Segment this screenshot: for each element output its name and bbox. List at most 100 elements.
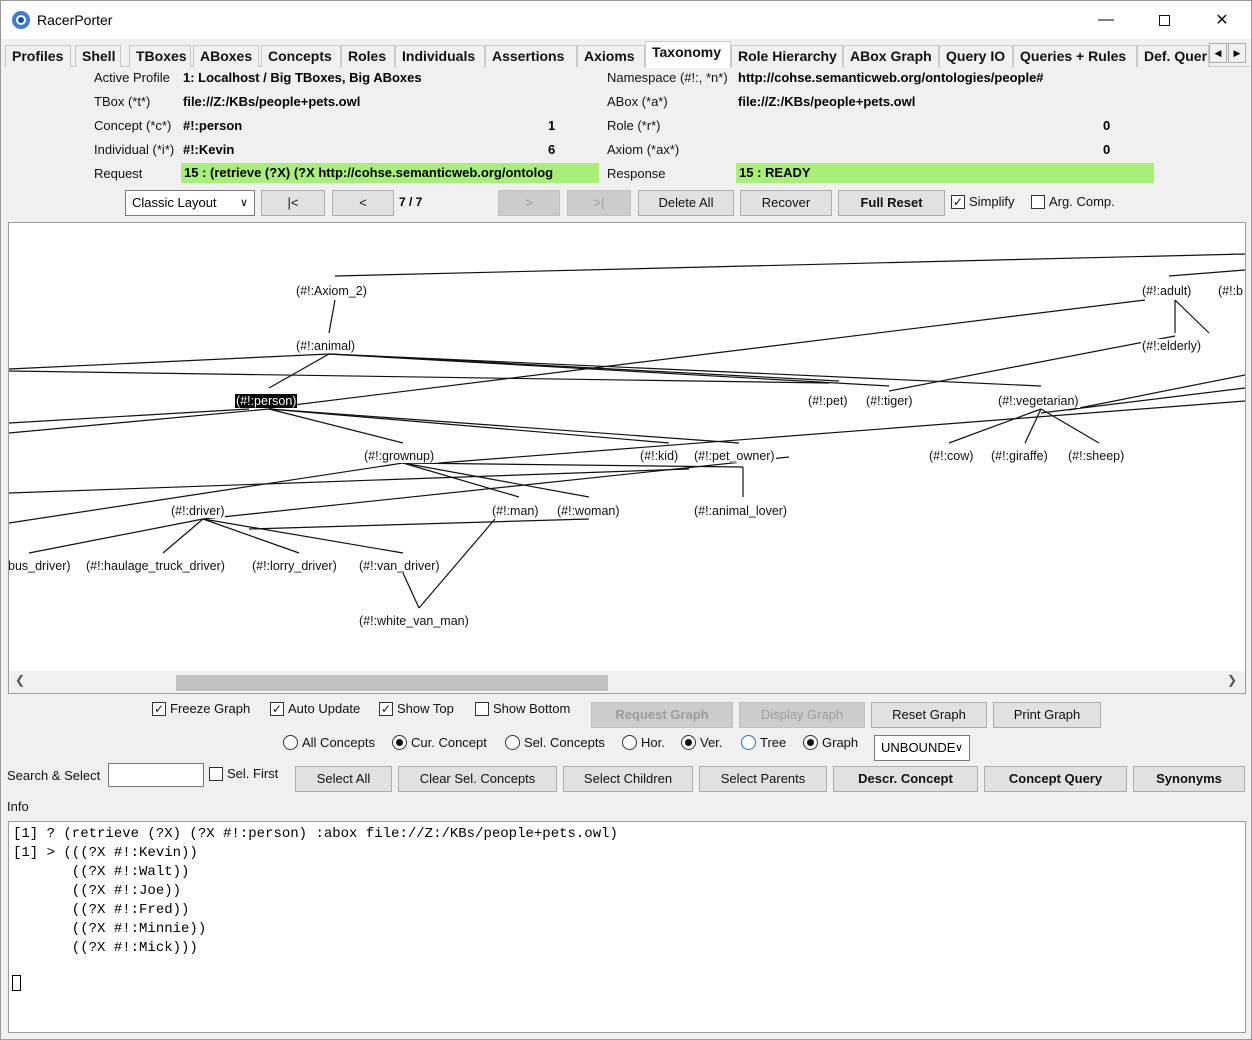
display-graph-button[interactable]: Display Graph bbox=[739, 702, 865, 728]
node-person[interactable]: (#!:person) bbox=[235, 394, 298, 408]
freeze-graph-checkbox[interactable]: ✓ Freeze Graph bbox=[152, 701, 250, 716]
sel-concepts-label: Sel. Concepts bbox=[524, 735, 605, 750]
close-icon: ✕ bbox=[1215, 12, 1229, 29]
cur-concept-radio[interactable]: Cur. Concept bbox=[392, 735, 487, 750]
freeze-graph-label: Freeze Graph bbox=[170, 701, 251, 716]
select-parents-button[interactable]: Select Parents bbox=[699, 766, 827, 792]
tab-scroll-left-button[interactable]: ◀ bbox=[1209, 43, 1227, 63]
tab-scroll-right-button[interactable]: ▶ bbox=[1228, 43, 1246, 63]
select-children-button[interactable]: Select Children bbox=[563, 766, 693, 792]
node-haulage-truck-driver[interactable]: (#!:haulage_truck_driver) bbox=[85, 559, 226, 573]
show-bottom-checkbox[interactable]: Show Bottom bbox=[475, 701, 570, 716]
select-all-button[interactable]: Select All bbox=[295, 766, 392, 792]
tab-roles[interactable]: Roles bbox=[341, 45, 395, 67]
node-adult[interactable]: (#!:adult) bbox=[1141, 284, 1193, 298]
vertical-radio[interactable]: Ver. bbox=[681, 735, 722, 750]
search-input[interactable] bbox=[108, 763, 204, 787]
node-grownup[interactable]: (#!:grownup) bbox=[363, 449, 436, 463]
window-title: RacerPorter bbox=[37, 12, 113, 28]
tab-concepts[interactable]: Concepts bbox=[261, 45, 341, 67]
node-lorry-driver[interactable]: (#!:lorry_driver) bbox=[251, 559, 338, 573]
node-tiger[interactable]: (#!:tiger) bbox=[865, 394, 914, 408]
minimize-button[interactable]: — bbox=[1077, 1, 1135, 39]
namespace-label: Namespace (#!:, *n*) bbox=[607, 70, 728, 85]
tab-query-io[interactable]: Query IO bbox=[939, 45, 1013, 67]
tab-axioms[interactable]: Axioms bbox=[577, 45, 645, 67]
sel-concepts-radio[interactable]: Sel. Concepts bbox=[505, 735, 605, 750]
node-giraffe[interactable]: (#!:giraffe) bbox=[990, 449, 1049, 463]
prev-button[interactable]: < bbox=[332, 190, 394, 216]
descr-concept-button[interactable]: Descr. Concept bbox=[833, 766, 978, 792]
tab-tboxes[interactable]: TBoxes bbox=[129, 45, 191, 67]
horizontal-radio[interactable]: Hor. bbox=[622, 735, 665, 750]
next-button[interactable]: > bbox=[498, 190, 560, 216]
tab-assertions[interactable]: Assertions bbox=[485, 45, 577, 67]
node-man[interactable]: (#!:man) bbox=[491, 504, 540, 518]
history-position: 7 / 7 bbox=[399, 195, 423, 209]
node-b[interactable]: (#!:b bbox=[1217, 284, 1245, 298]
simplify-checkbox[interactable]: ✓ Simplify bbox=[951, 194, 1015, 209]
node-pet[interactable]: (#!:pet) bbox=[807, 394, 849, 408]
show-top-label: Show Top bbox=[397, 701, 454, 716]
info-label: Info bbox=[7, 799, 29, 814]
maximize-button[interactable] bbox=[1135, 1, 1193, 39]
node-animal-lover[interactable]: (#!:animal_lover) bbox=[693, 504, 789, 518]
tab-role-hierarchy[interactable]: Role Hierarchy bbox=[731, 45, 843, 67]
all-concepts-radio[interactable]: All Concepts bbox=[283, 735, 375, 750]
node-cow[interactable]: (#!:cow) bbox=[928, 449, 975, 463]
tab-def-queries[interactable]: Def. Quer bbox=[1137, 45, 1209, 67]
graph-radio[interactable]: Graph bbox=[803, 735, 858, 750]
tab-profiles[interactable]: Profiles bbox=[5, 45, 71, 67]
last-button[interactable]: >| bbox=[567, 190, 631, 216]
node-white-van-man[interactable]: (#!:white_van_man) bbox=[358, 614, 470, 628]
node-woman[interactable]: (#!:woman) bbox=[556, 504, 621, 518]
request-graph-button[interactable]: Request Graph bbox=[591, 702, 733, 728]
node-bus-driver[interactable]: bus_driver) bbox=[8, 559, 72, 573]
node-van-driver[interactable]: (#!:van_driver) bbox=[358, 559, 441, 573]
close-button[interactable]: ✕ bbox=[1193, 1, 1251, 39]
scroll-left-icon[interactable]: ❮ bbox=[15, 673, 26, 687]
tab-aboxes[interactable]: ABoxes bbox=[193, 45, 259, 67]
first-button[interactable]: |< bbox=[261, 190, 325, 216]
depth-select[interactable]: UNBOUNDE ∨ bbox=[874, 735, 970, 761]
node-axiom-2[interactable]: (#!:Axiom_2) bbox=[295, 284, 368, 298]
delete-all-button[interactable]: Delete All bbox=[638, 190, 734, 216]
node-sheep[interactable]: (#!:sheep) bbox=[1067, 449, 1126, 463]
node-driver[interactable]: (#!:driver) bbox=[170, 504, 226, 518]
tab-taxonomy[interactable]: Taxonomy bbox=[645, 41, 731, 68]
node-vegetarian[interactable]: (#!:vegetarian) bbox=[997, 394, 1080, 408]
tab-shell[interactable]: Shell bbox=[75, 45, 121, 67]
scroll-right-icon[interactable]: ❯ bbox=[1226, 673, 1237, 687]
reset-graph-button[interactable]: Reset Graph bbox=[871, 702, 987, 728]
info-console[interactable]: [1] ? (retrieve (?X) (?X #!:person) :abo… bbox=[8, 821, 1246, 1033]
print-graph-button[interactable]: Print Graph bbox=[993, 702, 1101, 728]
auto-update-checkbox[interactable]: ✓ Auto Update bbox=[270, 701, 360, 716]
depth-select-value: UNBOUNDE bbox=[881, 740, 956, 755]
node-elderly[interactable]: (#!:elderly) bbox=[1141, 339, 1203, 353]
node-kid[interactable]: (#!:kid) bbox=[639, 449, 680, 463]
node-pet-owner[interactable]: (#!:pet_owner) bbox=[693, 449, 776, 463]
node-animal[interactable]: (#!:animal) bbox=[295, 339, 357, 353]
tree-radio[interactable]: Tree bbox=[741, 735, 786, 750]
tab-individuals[interactable]: Individuals bbox=[395, 45, 485, 67]
tab-queries-rules[interactable]: Queries + Rules bbox=[1013, 45, 1137, 67]
clear-sel-concepts-button[interactable]: Clear Sel. Concepts bbox=[398, 766, 557, 792]
show-top-checkbox[interactable]: ✓ Show Top bbox=[379, 701, 454, 716]
console-line: [1] > (((?X #!:Kevin)) bbox=[13, 845, 198, 861]
console-line: ((?X #!:Walt)) bbox=[13, 864, 190, 880]
tab-abox-graph[interactable]: ABox Graph bbox=[843, 45, 939, 67]
layout-select[interactable]: Classic Layout ∨ bbox=[125, 190, 255, 216]
synonyms-button[interactable]: Synonyms bbox=[1133, 766, 1245, 792]
scrollbar-thumb[interactable] bbox=[176, 675, 608, 691]
full-reset-button[interactable]: Full Reset bbox=[838, 190, 945, 216]
concept-query-button[interactable]: Concept Query bbox=[984, 766, 1127, 792]
arg-comp-checkbox[interactable]: Arg. Comp. bbox=[1031, 194, 1115, 209]
role-count: 0 bbox=[1103, 118, 1111, 133]
sel-first-checkbox[interactable]: Sel. First bbox=[209, 766, 278, 781]
graph-horizontal-scrollbar[interactable]: ❮ ❯ bbox=[9, 671, 1245, 693]
recover-button[interactable]: Recover bbox=[740, 190, 832, 216]
taxonomy-graph[interactable]: (#!:Axiom_2) (#!:adult) (#!:b (#!:animal… bbox=[8, 222, 1246, 694]
concept-label: Concept (*c*) bbox=[94, 118, 172, 133]
all-concepts-label: All Concepts bbox=[302, 735, 375, 750]
cur-concept-label: Cur. Concept bbox=[411, 735, 487, 750]
